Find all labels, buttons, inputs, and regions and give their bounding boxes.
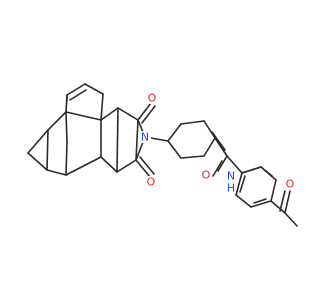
atom-label-nitrogen: N [141, 131, 149, 144]
bond [239, 175, 246, 193]
bond [116, 107, 119, 173]
bond [235, 172, 243, 196]
bond [84, 83, 104, 95]
bond [137, 102, 152, 121]
atom-label-bg [200, 169, 212, 181]
bond [65, 156, 102, 176]
bond [135, 159, 151, 178]
bond [27, 129, 49, 154]
bond [279, 190, 286, 212]
molecule-structure: O N O O N H O [27, 83, 298, 227]
bond [284, 212, 298, 227]
bond [117, 107, 139, 121]
bond [135, 119, 139, 161]
atom-label-bg [225, 170, 237, 182]
bond [270, 200, 286, 214]
bond [235, 194, 252, 208]
atom-label-bg [284, 178, 296, 190]
bond [100, 156, 118, 173]
bond [65, 141, 68, 176]
bond [203, 120, 216, 139]
atom-label-oxygen: O [286, 178, 295, 191]
bond [100, 93, 104, 121]
bond [214, 137, 228, 157]
bond [226, 155, 243, 174]
bond [253, 198, 267, 204]
bond [46, 169, 67, 176]
bond [65, 111, 68, 143]
bond [69, 89, 87, 101]
atom-label-nitrogen: N [227, 170, 235, 183]
bond [141, 105, 156, 124]
atom-label-oxygen: O [147, 176, 156, 189]
bond [241, 166, 262, 174]
bond [167, 123, 182, 142]
bond [211, 131, 226, 151]
bond [47, 111, 67, 131]
bond-layer [27, 83, 298, 227]
bond [65, 111, 102, 121]
bond [250, 200, 272, 208]
bond [46, 129, 49, 171]
bond [212, 160, 223, 177]
bond [139, 156, 155, 175]
atom-label-bg [139, 131, 151, 143]
bond [167, 140, 182, 159]
bond [180, 155, 205, 159]
atom-label-hydrogen: H [227, 182, 235, 195]
bond [203, 137, 216, 157]
bond [116, 159, 137, 173]
atom-label-bg [145, 176, 157, 188]
bond [284, 190, 291, 214]
atom-label-bg [226, 182, 236, 193]
bond [217, 155, 228, 172]
bond [100, 107, 119, 121]
bond [265, 170, 273, 177]
bond [180, 120, 205, 125]
bond [66, 83, 86, 96]
atom-label-oxygen: O [202, 169, 211, 182]
atom-label-layer: O N O O N H O [139, 92, 296, 195]
atom-label-bg [146, 92, 158, 104]
atom-label-oxygen: O [148, 92, 157, 105]
bond [27, 152, 48, 171]
bond [270, 179, 277, 202]
